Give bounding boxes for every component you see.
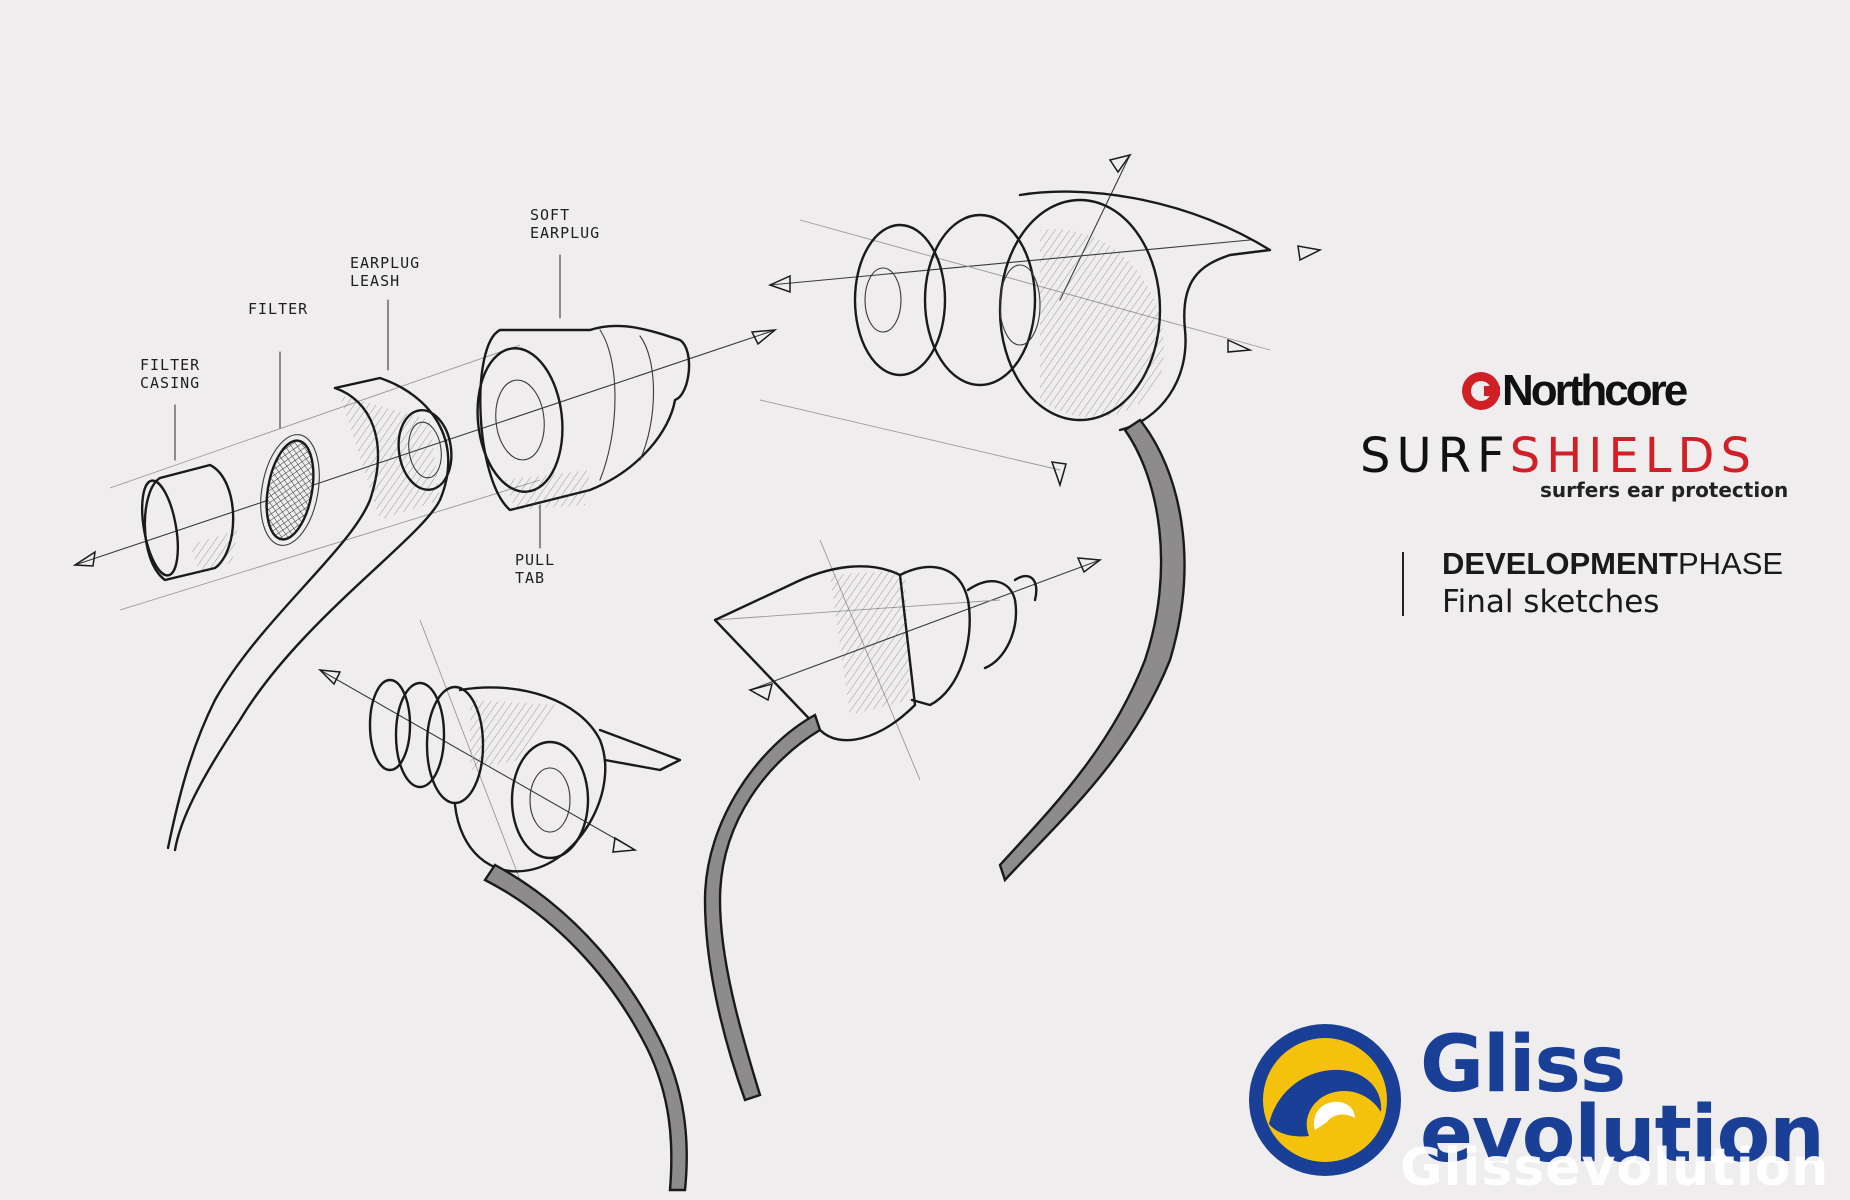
assembled-earplug-sketch-top	[759, 153, 1323, 883]
watermark-overlay-text: Glissevolution	[1400, 1138, 1830, 1198]
phase-title-rest: PHASE	[1677, 546, 1784, 581]
phase-divider	[1402, 552, 1404, 616]
label-earplug-leash-line2: LEASH	[350, 272, 400, 290]
soft-earplug-part	[476, 324, 691, 512]
gliss-line1: Gliss	[1420, 1020, 1626, 1110]
label-filter-casing-line2: CASING	[140, 374, 200, 392]
label-filter: FILTER	[248, 300, 308, 318]
label-pull-tab-line1: PULL	[515, 551, 555, 569]
phase-subtitle: Final sketches	[1442, 584, 1660, 620]
northcore-logo: Northcore	[1462, 366, 1688, 416]
assembled-earplug-sketch-bottom	[317, 619, 688, 1192]
label-pull-tab-line2: TAB	[515, 569, 545, 587]
glissevolution-logo-text: Gliss evolution	[1420, 1020, 1825, 1180]
gliss-line2: evolution	[1420, 1090, 1825, 1180]
assembled-earplug-sketch-middle	[703, 539, 1103, 1102]
glissevolution-logo-icon	[1249, 1024, 1401, 1176]
northcore-mark-icon	[1462, 372, 1500, 410]
exploded-view-sketch: FILTER CASING FILTER EARPLUG LEASH SOFT …	[72, 206, 778, 852]
label-earplug-leash-line1: EARPLUG	[350, 254, 420, 272]
surfshields-wordmark: SURFSHIELDS	[1360, 428, 1757, 484]
earplug-leash-part	[166, 376, 453, 852]
label-soft-earplug-line2: EARPLUG	[530, 224, 600, 242]
filter-mesh-part	[260, 434, 320, 546]
surfshields-part2: SHIELDS	[1509, 428, 1757, 484]
surfshields-part1: SURF	[1360, 428, 1510, 484]
phase-title-strong: DEVELOPMENT	[1442, 546, 1678, 581]
label-filter-casing-line1: FILTER	[140, 356, 200, 374]
product-tagline: surfers ear protection	[1540, 478, 1789, 502]
northcore-wordmark: Northcore	[1502, 366, 1688, 415]
label-soft-earplug-line1: SOFT	[530, 206, 570, 224]
phase-title: DEVELOPMENTPHASE	[1442, 546, 1783, 582]
filter-casing-part	[140, 463, 238, 582]
